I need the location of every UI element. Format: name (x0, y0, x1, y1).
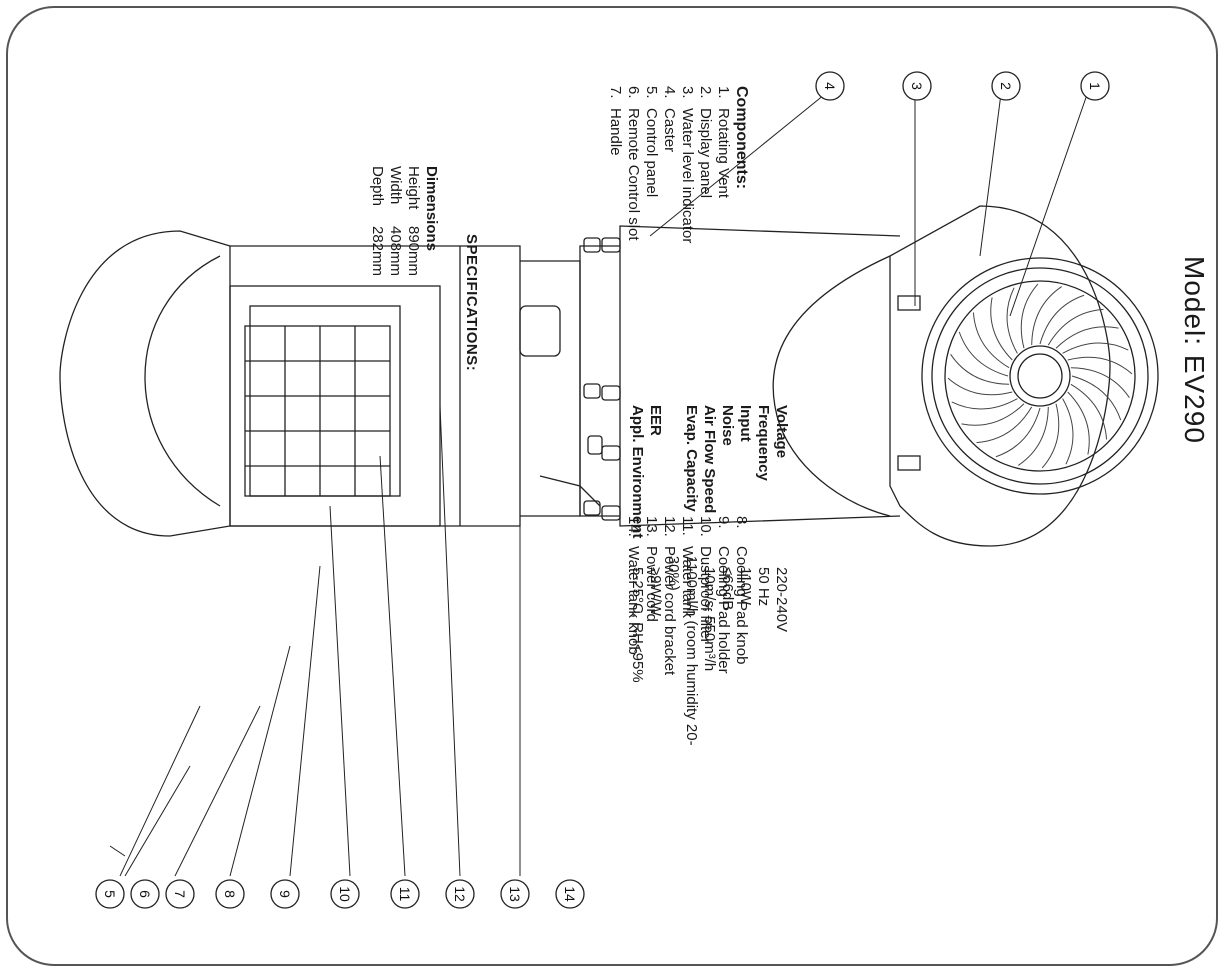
callout-9: 9 (270, 879, 300, 909)
back-callouts: 5 6 7 8 9 10 11 12 13 14 (95, 879, 585, 909)
fan-blade (950, 354, 1010, 385)
fan-blade (1067, 356, 1133, 375)
fan-blade (1070, 383, 1108, 440)
components-list-right: 8.Cooling Pad knob 9.Cooling Pad holder … (624, 516, 750, 675)
fan-blade (1071, 375, 1122, 421)
front-callouts: 1 2 3 4 (815, 71, 1110, 101)
callout-1: 1 (1080, 71, 1110, 101)
callout-10: 10 (330, 879, 360, 909)
svg-text:3: 3 (909, 82, 925, 90)
specifications-heading: SPECIFICATIONS: (463, 234, 480, 372)
list-item: 10.Dustproof filter (697, 516, 714, 644)
callout-2: 2 (991, 71, 1021, 101)
fan-blade (1018, 406, 1049, 466)
front-view-drawing: 1 2 3 4 (59, 71, 1159, 877)
fan-blade (976, 406, 1033, 444)
list-item: 5.Control panel (643, 86, 660, 198)
fan-blade (1006, 287, 1018, 354)
dimensions-heading: Dimensions (423, 166, 440, 252)
svg-text:10: 10 (337, 886, 353, 902)
fan-blade (990, 297, 1013, 361)
svg-text:11: 11 (397, 887, 413, 902)
callout-8: 8 (215, 879, 245, 909)
svg-text:9: 9 (277, 890, 293, 898)
fan-blade (1055, 326, 1119, 349)
components-heading: Components: (733, 86, 750, 190)
callout-13: 13 (500, 879, 530, 909)
svg-text:12: 12 (452, 886, 468, 902)
fan-blade (1031, 286, 1062, 346)
list-item: 1.Rotating Vent (715, 86, 732, 199)
page-border (6, 6, 1218, 966)
svg-text:7: 7 (172, 890, 188, 898)
fan-blade (1062, 342, 1129, 354)
list-item: 3.Water level indicator (679, 86, 696, 244)
list-item: 8.Cooling Pad knob (733, 516, 750, 665)
fan-blade (961, 403, 1025, 426)
fan-blade (1062, 398, 1074, 465)
svg-text:14: 14 (562, 886, 578, 902)
svg-text:6: 6 (137, 890, 153, 898)
fan-blade (947, 377, 1013, 396)
fan-blade (1039, 294, 1085, 345)
callout-6: 6 (130, 879, 160, 909)
rotated-sheet: Model: EV290 (8, 6, 1220, 972)
svg-text:1: 1 (1087, 82, 1103, 90)
list-item: 2.Display panel (697, 86, 714, 199)
list-item: 14.Water tank knob (625, 516, 642, 655)
callout-14: 14 (555, 879, 585, 909)
svg-text:8: 8 (222, 890, 238, 898)
fan-blade (1067, 391, 1090, 455)
list-item: 9.Cooling Pad holder (715, 516, 732, 674)
callout-12: 12 (445, 879, 475, 909)
fan-blade (951, 398, 1018, 410)
fan-blade (995, 407, 1041, 458)
list-item: 6.Remote Control slot (625, 86, 642, 241)
fan-blade (1020, 283, 1039, 349)
fan-blade (1041, 403, 1060, 469)
callout-5: 5 (95, 879, 125, 909)
callout-11: 11 (390, 879, 420, 909)
fan-blade (1070, 367, 1130, 398)
svg-text:5: 5 (102, 890, 118, 898)
svg-text:13: 13 (507, 886, 523, 902)
list-item: 13.Power cord (643, 516, 660, 622)
list-item: 11.Water tank (679, 516, 696, 618)
list-item: 12.Power cord bracket (661, 516, 678, 676)
callout-3: 3 (902, 71, 932, 101)
list-item: 4.Caster (661, 86, 678, 153)
callout-4: 4 (815, 71, 845, 101)
components-list-left: Components: 1.Rotating Vent 2.Display pa… (606, 86, 750, 243)
fan-blade (972, 312, 1010, 369)
callout-7: 7 (165, 879, 195, 909)
fan-blade (1047, 308, 1104, 346)
svg-text:2: 2 (998, 82, 1014, 90)
list-item: 7.Handle (607, 86, 624, 156)
fan-blade (958, 331, 1009, 377)
svg-text:4: 4 (822, 82, 838, 90)
